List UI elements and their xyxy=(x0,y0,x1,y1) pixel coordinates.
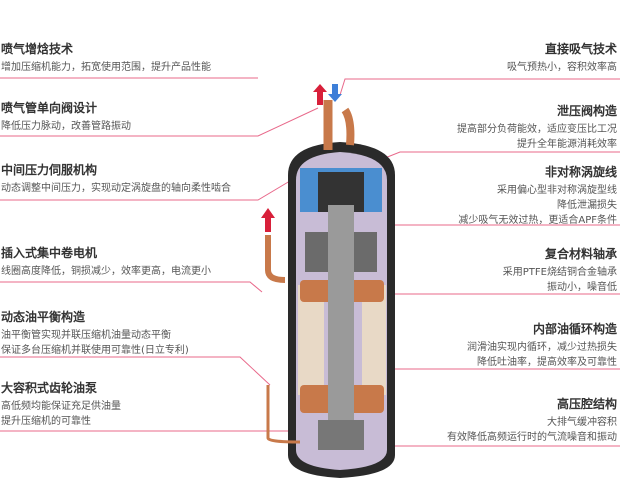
feature-oil-pump: 大容积式齿轮油泵 高低频均能保证充足供油量 提升压缩机的可靠性 xyxy=(1,380,121,429)
feature-asymmetric-scroll: 非对称涡旋线 采用偏心型非对称涡旋型线 降低泄漏损失 减少吸气无效过热，更适合A… xyxy=(458,164,617,228)
suction-pipe xyxy=(341,107,355,146)
feature-high-pressure-chamber: 高压腔结构 大排气缓冲容积 有效降低高频运行时的气流噪音和振动 xyxy=(447,396,617,445)
feature-motor: 插入式集中卷电机 线圈高度降低，铜损减少，效率更高，电流更小 xyxy=(1,245,211,279)
oil-line-pipe xyxy=(266,385,301,444)
feature-desc: 线圈高度降低，铜损减少，效率更高，电流更小 xyxy=(1,266,211,277)
red-arrow-icon xyxy=(261,208,275,232)
feature-desc: 油平衡管实现并联压缩机油量动态平衡 xyxy=(1,330,171,341)
feature-desc: 动态调整中间压力，实现动定涡旋盘的轴向柔性啮合 xyxy=(1,183,231,194)
feature-desc: 减少吸气无效过热，更适合APF条件 xyxy=(458,215,617,226)
feature-desc: 吸气预热小，容积效率高 xyxy=(507,62,617,73)
feature-check-valve: 喷气管单向阀设计 降低压力脉动，改善管路振动 xyxy=(1,100,131,134)
feature-title: 喷气管单向阀设计 xyxy=(1,101,98,115)
leader-line xyxy=(379,151,620,161)
feature-desc: 降低吐油率，提高效率及可靠性 xyxy=(477,357,617,368)
leader-line xyxy=(0,107,319,137)
feature-relief-valve: 泄压阀构造 提高部分负荷能效，适应变压比工况 提升全年能源消耗效率 xyxy=(457,103,617,152)
oil-pump xyxy=(318,420,364,450)
feature-desc: 润滑油实现内循环，减少过热损失 xyxy=(467,342,617,353)
red-arrow-icon xyxy=(313,84,327,105)
feature-desc: 采用偏心型非对称涡旋型线 xyxy=(497,185,617,196)
feature-desc: 大排气缓冲容积 xyxy=(547,417,617,428)
leader-line xyxy=(0,356,271,386)
feature-title: 喷气增焓技术 xyxy=(1,42,74,56)
leader-line xyxy=(0,174,301,201)
feature-oil-balance: 动态油平衡构造 油平衡管实现并联压缩机油量动态平衡 保证多台压缩机并联使用可靠性… xyxy=(1,309,189,358)
feature-title: 泄压阀构造 xyxy=(556,104,617,118)
motor-stator-left xyxy=(298,285,324,395)
blue-arrow-icon xyxy=(328,84,342,102)
leader-line xyxy=(339,78,620,96)
feature-title: 大容积式齿轮油泵 xyxy=(1,381,98,395)
feature-direct-suction: 直接吸气技术 吸气预热小，容积效率高 xyxy=(507,41,617,75)
feature-desc: 高低频均能保证充足供油量 xyxy=(1,401,121,412)
feature-title: 高压腔结构 xyxy=(556,397,617,411)
feature-title: 插入式集中卷电机 xyxy=(1,246,98,260)
oil-balance-pipe xyxy=(265,235,286,283)
feature-composite-bearing: 复合材料轴承 采用PTFE烧结铜合金轴承 振动小，噪音低 xyxy=(503,246,617,295)
feature-desc: 降低压力脉动，改善管路振动 xyxy=(1,121,131,132)
feature-desc: 保证多台压缩机并联使用可靠性(日立专利) xyxy=(1,345,189,356)
feature-desc: 降低泄漏损失 xyxy=(557,200,617,211)
feature-servo-mechanism: 中间压力伺服机构 动态调整中间压力，实现动定涡旋盘的轴向柔性啮合 xyxy=(1,162,231,196)
feature-title: 直接吸气技术 xyxy=(544,42,617,56)
shaft xyxy=(328,205,354,435)
feature-title: 复合材料轴承 xyxy=(544,247,617,261)
feature-title: 动态油平衡构造 xyxy=(1,310,86,324)
feature-desc: 采用PTFE烧结铜合金轴承 xyxy=(502,267,617,278)
compressor xyxy=(261,84,395,478)
feature-desc: 提高部分负荷能效，适应变压比工况 xyxy=(457,124,617,135)
feature-desc: 提升全年能源消耗效率 xyxy=(517,139,617,150)
feature-desc: 有效降低高频运行时的气流噪音和振动 xyxy=(447,432,617,443)
feature-desc: 增加压缩机能力，拓宽使用范围，提升产品性能 xyxy=(1,62,211,73)
feature-title: 中间压力伺服机构 xyxy=(1,163,98,177)
leader-line xyxy=(0,281,263,293)
feature-desc: 提升压缩机的可靠性 xyxy=(1,416,91,427)
feature-title: 内部油循环构造 xyxy=(532,322,617,336)
feature-title: 非对称涡旋线 xyxy=(544,165,617,179)
feature-oil-circulation: 内部油循环构造 润滑油实现内循环，减少过热损失 降低吐油率，提高效率及可靠性 xyxy=(467,321,617,370)
motor-stator-right xyxy=(362,285,386,395)
feature-vapor-injection: 喷气增焓技术 增加压缩机能力，拓宽使用范围，提升产品性能 xyxy=(1,41,211,75)
feature-desc: 振动小，噪音低 xyxy=(547,282,617,293)
